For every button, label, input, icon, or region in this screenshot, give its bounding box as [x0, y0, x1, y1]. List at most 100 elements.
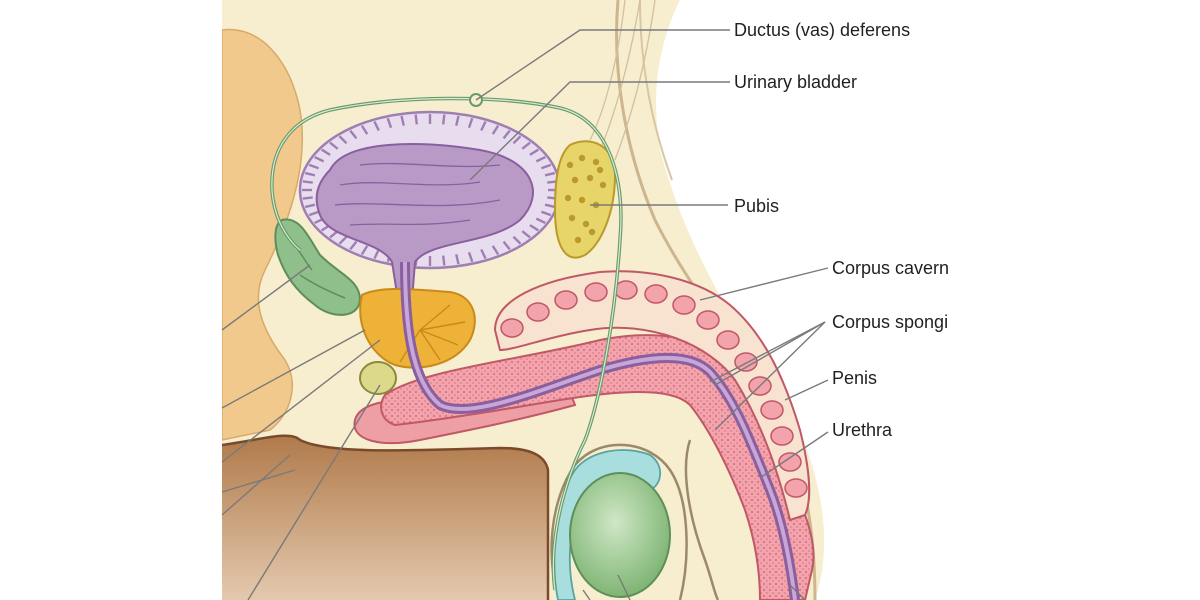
cavernosum-chamber	[696, 310, 720, 330]
leader-spongiosum-2	[714, 321, 826, 431]
buttock	[222, 435, 548, 600]
cavernosum-chamber	[644, 284, 668, 304]
bladder-ruga	[529, 148, 540, 156]
sacrum-region	[222, 28, 304, 441]
leader-cavernosa	[699, 267, 829, 301]
right-crop-mask	[976, 0, 1200, 600]
pubis-trabecula	[574, 236, 582, 244]
cavernosum-chamber	[526, 302, 550, 322]
label-urinary-bladder: Urinary bladder	[734, 72, 857, 92]
leader-epididymis	[582, 589, 591, 600]
label-urethra: Urethra	[832, 420, 893, 440]
bladder-ruga	[502, 240, 511, 251]
bladder-ruga	[386, 117, 393, 129]
bladder-ruga	[320, 148, 331, 156]
bladder-ruga	[329, 141, 339, 150]
bladder-ruga	[455, 254, 460, 265]
testis	[569, 472, 671, 598]
bladder-ruga	[480, 121, 487, 132]
exterior-background	[656, 0, 980, 600]
bladder-ruga	[540, 210, 552, 217]
label-ductus-deferens: Ductus (vas) deferens	[734, 20, 910, 40]
bladder-ruga	[302, 180, 313, 184]
bladder-ruga	[349, 129, 358, 140]
bladder-ruga	[349, 240, 358, 251]
cavernosum-chamber	[614, 280, 638, 300]
bladder-ruga	[360, 125, 369, 135]
cavernosum-chamber	[734, 352, 758, 372]
leader-spongiosum-3	[709, 321, 826, 383]
leader-left-4	[221, 469, 296, 493]
leader-left-1	[221, 264, 311, 331]
label-pubis: Pubis	[734, 196, 779, 216]
pubis-trabecula	[578, 154, 586, 162]
cavernosum-chamber	[716, 330, 740, 350]
pubis-trabecula	[592, 158, 600, 166]
pubis-texture	[564, 154, 607, 244]
bladder-ruga	[535, 217, 546, 225]
bladder-ruga	[314, 155, 325, 163]
seminal-vesicle	[274, 218, 362, 316]
leader-urethra	[759, 431, 829, 479]
bladder-ruga	[360, 245, 369, 255]
cavernosum-chamber	[760, 400, 784, 420]
bladder-ruga	[467, 251, 474, 263]
buttock-edge	[222, 434, 550, 600]
bladder-ruga	[373, 248, 380, 259]
pubis-trabecula	[599, 181, 607, 189]
ductus-deferens-inner	[271, 97, 622, 591]
pubis-trabecula	[568, 214, 576, 222]
bladder-ruga	[544, 203, 556, 209]
cavernosum-chamber	[584, 282, 608, 302]
pubis-trabecula	[564, 194, 572, 202]
bladder-ruga	[535, 155, 546, 163]
bladder-ruga	[512, 135, 522, 145]
scrotal-fold	[684, 439, 720, 600]
bladder-ruga	[373, 121, 380, 132]
leader-left-6	[247, 384, 381, 600]
pubis-trabecula	[582, 220, 590, 228]
abdominal-wall-inner	[639, 0, 673, 181]
cavernosum-chamber	[500, 318, 524, 338]
bladder-ruga	[544, 171, 556, 177]
leader-penis	[784, 379, 829, 401]
label-penis: Penis	[832, 368, 877, 388]
leader-left-2	[221, 329, 366, 409]
bladder-ruga	[491, 125, 500, 135]
pubis-trabecula	[596, 166, 604, 174]
cavernosum-chamber	[778, 452, 802, 472]
leader-spongiosum-1	[714, 321, 826, 386]
bladder-ruga	[512, 235, 522, 245]
cavernosum-chamber	[784, 478, 808, 498]
bladder-ruga	[480, 248, 487, 259]
bladder-ruga	[304, 171, 316, 177]
cavernosum-chamber	[672, 295, 696, 315]
leader-tip	[789, 584, 806, 600]
cavernosum-chamber	[554, 290, 578, 310]
leader-ductus	[475, 29, 730, 101]
bladder-ruga	[308, 163, 320, 170]
pubis-trabecula	[586, 174, 594, 182]
bladder-ruga	[414, 114, 418, 125]
prostate-lobules	[399, 304, 466, 363]
bladder-ruga	[455, 115, 460, 126]
pubis-trabecula	[566, 161, 574, 169]
bulbourethral-gland	[359, 361, 397, 395]
bladder-ruga	[338, 235, 348, 245]
pubis-trabecula	[588, 228, 596, 236]
bladder-ruga	[540, 163, 552, 170]
bladder-ruga	[308, 210, 320, 217]
bladder-ruga	[467, 117, 474, 129]
bladder-ruga	[442, 255, 446, 266]
bladder-ruga	[304, 203, 316, 209]
cavernosum-chamber	[770, 426, 794, 446]
bladder-ruga	[442, 114, 446, 125]
bladder-ruga	[338, 135, 348, 145]
bladder-ruga	[521, 230, 531, 239]
bladder-ruga	[529, 224, 540, 232]
leader-left-3	[221, 339, 381, 463]
label-corpus-spongiosum: Corpus spongi	[832, 312, 948, 332]
pubis-trabecula	[578, 196, 586, 204]
bladder-ruga	[491, 245, 500, 255]
